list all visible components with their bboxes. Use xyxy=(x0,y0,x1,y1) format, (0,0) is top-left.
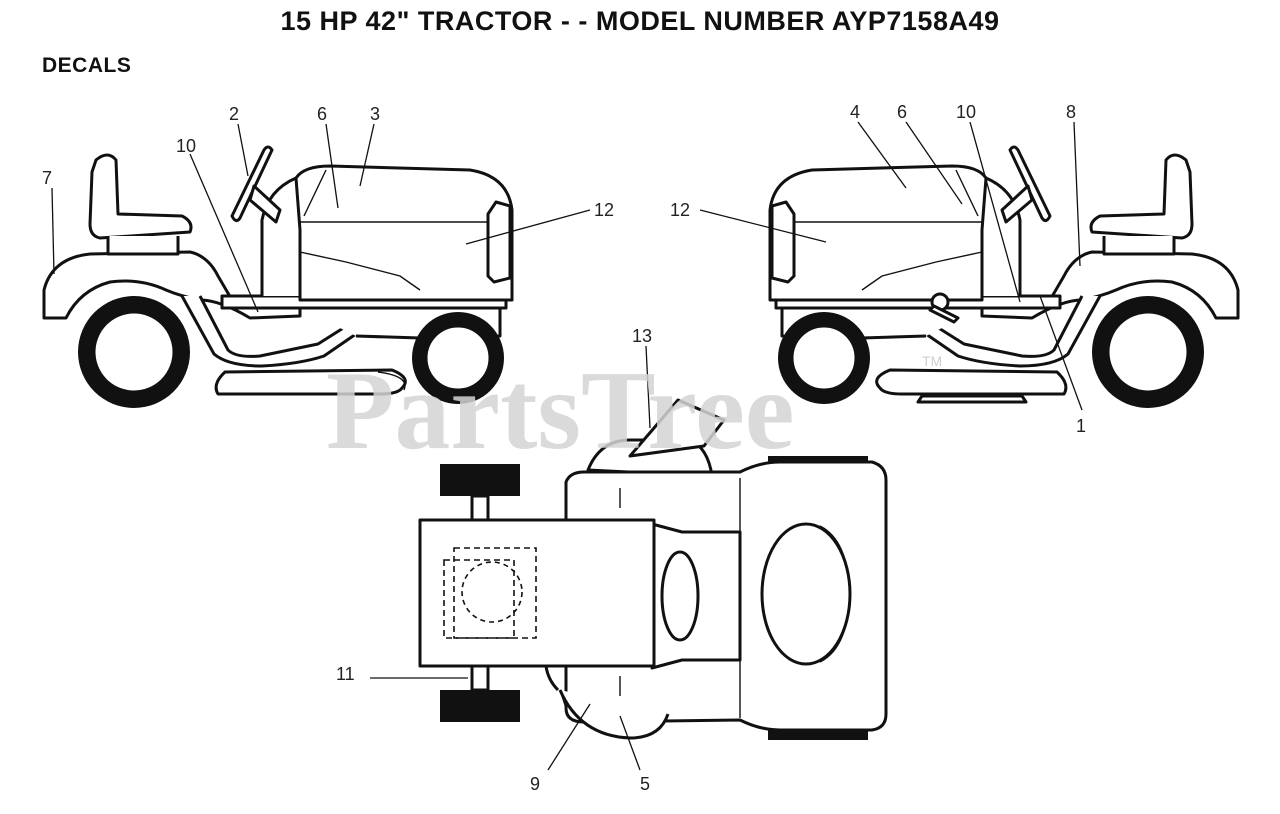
tractor-left-view xyxy=(42,145,514,408)
hood-top xyxy=(418,518,656,668)
front-wheel-right xyxy=(778,312,870,404)
callout-3: 3 xyxy=(370,104,380,124)
callout-6-left: 6 xyxy=(317,104,327,124)
front-tire-top-lower xyxy=(440,690,520,722)
headlight-left xyxy=(486,200,512,284)
callout-13: 13 xyxy=(632,326,652,346)
hood-right xyxy=(768,164,988,302)
watermark-trademark: TM xyxy=(922,353,942,369)
callout-6-right: 6 xyxy=(897,102,907,122)
mower-deck-right xyxy=(875,368,1068,396)
mower-deck-left xyxy=(214,368,407,396)
watermark: PartsTree xyxy=(326,349,795,473)
tractor-top-view xyxy=(418,398,888,740)
seat-top xyxy=(760,522,852,666)
tractor-right-view xyxy=(768,145,1240,408)
section-heading: DECALS xyxy=(42,54,132,77)
callout-10-left: 10 xyxy=(176,136,196,156)
steering-wheel-left xyxy=(230,145,274,223)
page-title: 15 HP 42" TRACTOR - - MODEL NUMBER AYP71… xyxy=(280,6,1000,36)
callout-5: 5 xyxy=(640,774,650,794)
steering-wheel-right xyxy=(1008,145,1052,223)
callout-10-right: 10 xyxy=(956,102,976,122)
callout-7: 7 xyxy=(42,168,52,188)
front-wheel-left xyxy=(412,312,504,404)
seat-left xyxy=(88,153,193,240)
hood-left xyxy=(294,164,514,302)
seat-right xyxy=(1089,153,1194,240)
callout-9: 9 xyxy=(530,774,540,794)
callout-8: 8 xyxy=(1066,102,1076,122)
callout-2: 2 xyxy=(229,104,239,124)
callout-4: 4 xyxy=(850,102,860,122)
seat-back-top xyxy=(628,398,726,458)
rear-wheel-right xyxy=(1092,296,1204,408)
callout-12-left: 12 xyxy=(594,200,614,220)
front-tire-top-upper xyxy=(440,464,520,496)
rear-wheel-left xyxy=(78,296,190,408)
steering-column-top xyxy=(660,550,700,642)
headlight-right xyxy=(770,200,796,284)
callout-11: 11 xyxy=(336,664,355,684)
callout-12-right: 12 xyxy=(670,200,690,220)
callout-1: 1 xyxy=(1076,416,1086,436)
callout-labels: 7 2 10 6 3 12 12 4 6 10 8 1 13 11 9 5 xyxy=(42,102,1086,794)
leader-lines xyxy=(51,121,1083,771)
